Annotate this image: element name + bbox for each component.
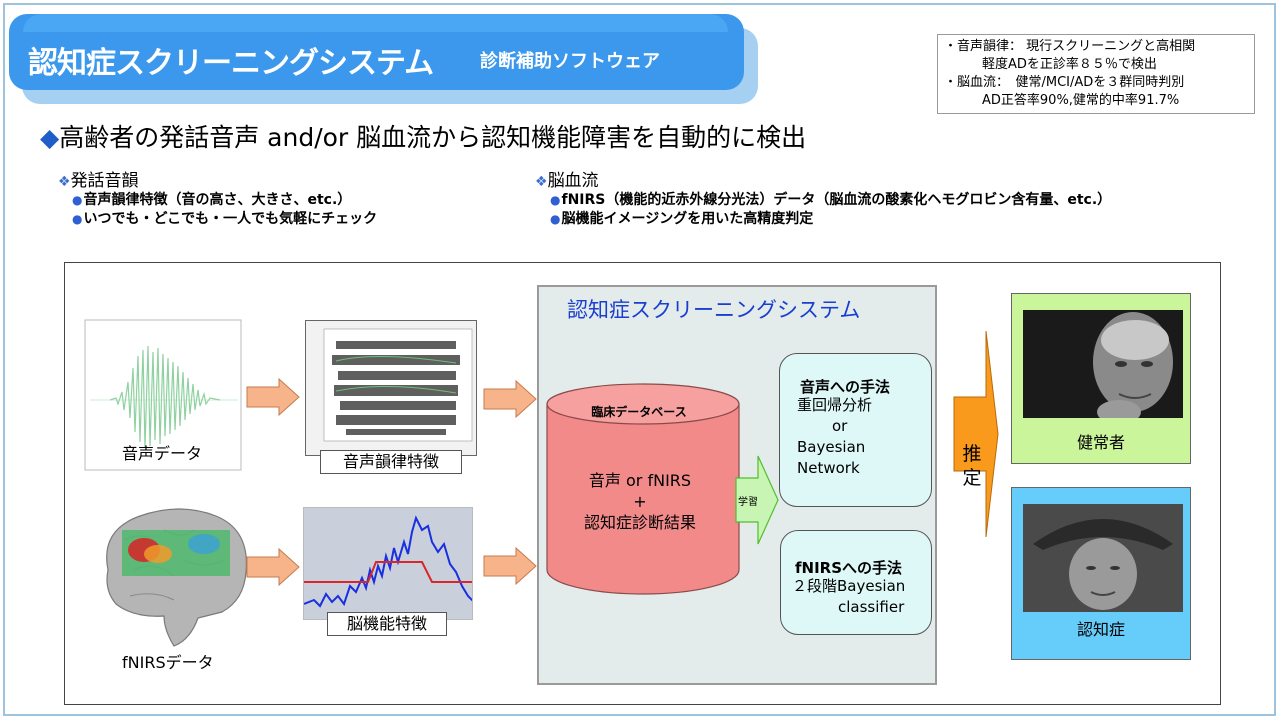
summary-box: ・音声韻律： 現行スクリーニングと高相関 軽度ADを正診率８５％で検出 ・脳血流… — [937, 34, 1255, 114]
brain-image — [94, 500, 254, 648]
summary-line-3: ・脳血流： 健常/MCI/ADを３群同時判別 — [944, 75, 1185, 90]
healthy-label: 健常者 — [1076, 433, 1125, 452]
dot-icon: ● — [550, 212, 561, 226]
fnirs-method-line2: classifier — [838, 598, 905, 616]
speech-data-label: 音声データ — [122, 444, 203, 463]
fnirs-method-line1: ２段階Bayesian — [792, 577, 906, 595]
speech-method-line4: Network — [797, 459, 860, 477]
spectrogram-image — [305, 320, 477, 456]
healthy-result-box: 健常者 — [1011, 293, 1191, 464]
fnirs-method-title: fNIRSへの手法 — [795, 559, 903, 577]
fnirs-method-box — [780, 530, 932, 635]
arrow-right-icon — [246, 378, 300, 416]
dementia-label: 認知症 — [1076, 620, 1125, 639]
dot-icon: ● — [72, 212, 83, 226]
page-title: 認知症スクリーニングシステム — [28, 46, 434, 81]
estimation-label: 推 定 — [962, 443, 982, 489]
speech-bullet-1: ●音声韻律特徴（音の高さ、大きさ、etc.） — [72, 192, 352, 208]
learning-arrow-icon — [735, 455, 779, 545]
speech-method-box — [779, 353, 932, 507]
summary-line-2: 軽度ADを正診率８５％で検出 — [982, 57, 1157, 72]
diamond-icon: ◆ — [40, 123, 60, 152]
title-bar — [9, 14, 744, 90]
estimation-arrow-icon — [953, 330, 999, 538]
dementia-elderly-photo — [1023, 504, 1183, 612]
speech-waveform: 音声データ — [80, 318, 244, 478]
database-contents: 音声 or fNIRS + 認知症診断結果 — [583, 471, 696, 532]
speech-section-heading: ❖発話音韻 — [58, 171, 139, 191]
healthy-elderly-photo — [1023, 310, 1183, 418]
blood-bullet-1: ●fNIRS（機能的近赤外線分光法）データ（脳血流の酸素化ヘモグロビン含有量、e… — [550, 192, 1112, 208]
fnirs-data-label: fNIRSデータ — [122, 653, 214, 672]
brain-feature-graph — [303, 507, 473, 620]
blood-section-heading: ❖脳血流 — [535, 171, 599, 191]
page-subtitle: 診断補助ソフトウェア — [480, 51, 660, 72]
dot-icon: ● — [72, 193, 83, 207]
dementia-result-box: 認知症 — [1011, 487, 1191, 660]
arrow-right-icon — [483, 380, 537, 418]
speech-method-title: 音声への手法 — [800, 378, 891, 396]
prosody-feature-label: 音声韻律特徴 — [320, 450, 462, 474]
dot-icon: ● — [550, 193, 561, 207]
learning-label: 学習 — [738, 497, 758, 508]
database-title: 臨床データベース — [591, 405, 687, 419]
speech-method-line1: 重回帰分析 — [797, 396, 873, 414]
speech-method-line2: or — [832, 417, 848, 435]
brain-feature-label: 脳機能特徴 — [327, 612, 447, 636]
slide-frame — [3, 3, 1276, 716]
summary-line-4: AD正答率90%,健常的中率91.7% — [982, 93, 1180, 108]
headline-text: 高齢者の発話音声 and/or 脳血流から認知機能障害を自動的に検出 — [59, 123, 807, 152]
diamond-bullet-icon: ❖ — [535, 174, 548, 190]
system-title: 認知症スクリーニングシステム — [567, 298, 861, 322]
speech-method-line3: Bayesian — [797, 438, 866, 456]
headline: ◆高齢者の発話音声 and/or 脳血流から認知機能障害を自動的に検出 — [40, 118, 806, 154]
arrow-right-icon — [483, 547, 537, 585]
database-cylinder-icon — [546, 383, 740, 595]
summary-line-1: ・音声韻律： 現行スクリーニングと高相関 — [944, 39, 1196, 54]
blood-bullet-2: ●脳機能イメージングを用いた高精度判定 — [550, 211, 814, 227]
arrow-right-icon — [246, 548, 300, 586]
diamond-bullet-icon: ❖ — [58, 174, 71, 190]
speech-bullet-2: ●いつでも・どこでも・一人でも気軽にチェック — [72, 211, 378, 227]
